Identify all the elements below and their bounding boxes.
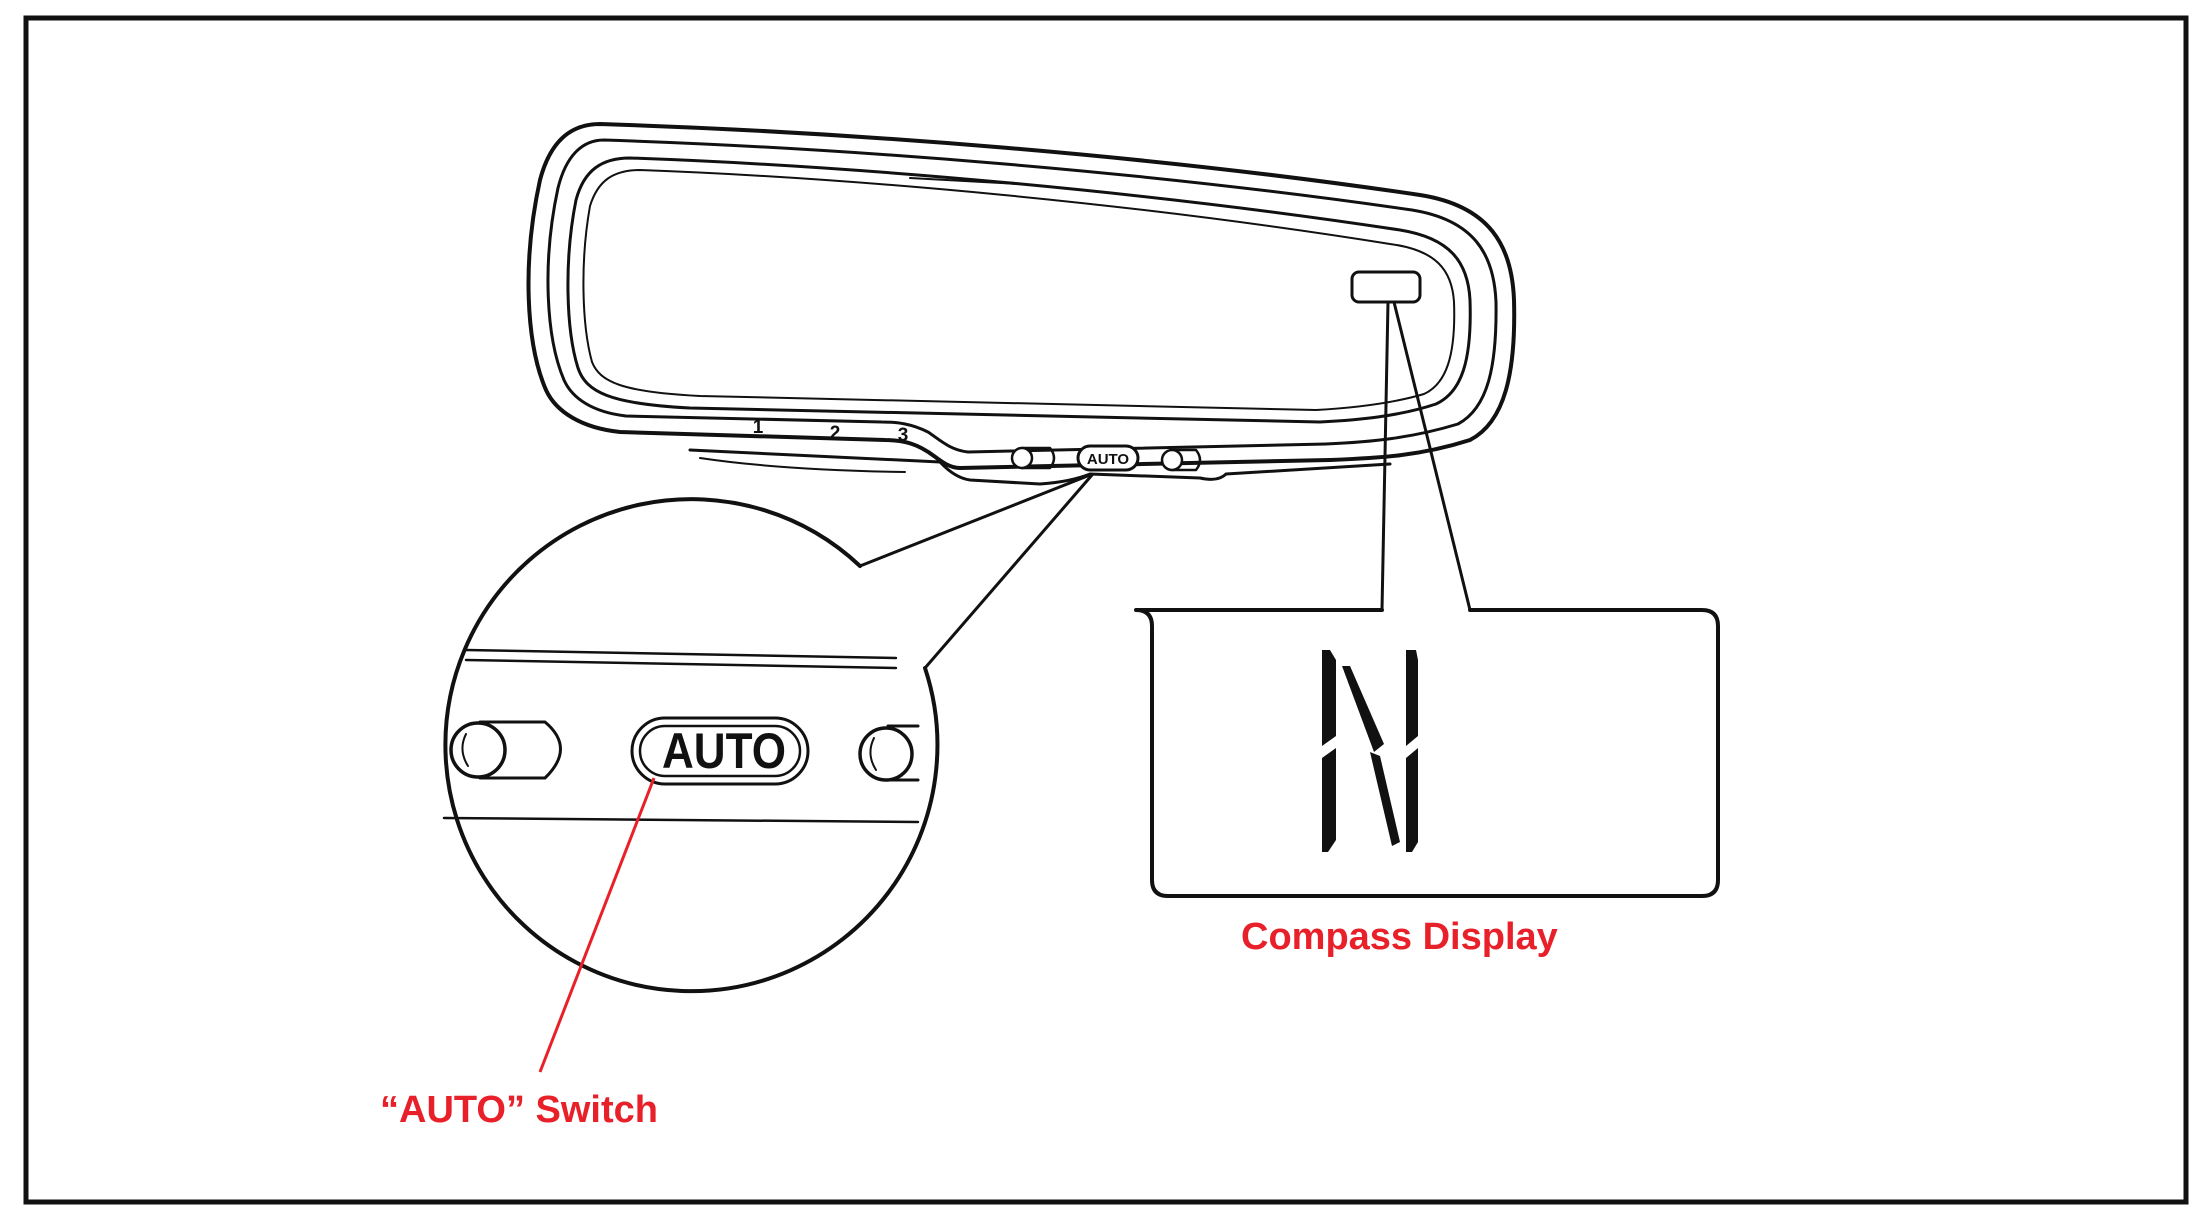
- auto-switch-large[interactable]: AUTO: [630, 716, 810, 786]
- auto-switch-pointer: [538, 777, 656, 1073]
- compass-display-callout-label: Compass Display: [1241, 916, 1558, 958]
- compass-display-callout: N: [1134, 300, 1720, 898]
- magnifier-leader-left: [858, 473, 1092, 568]
- mirror-housing-outer: [526, 122, 1517, 470]
- glass-reflection: [909, 177, 1021, 185]
- compass-heading-glyph: N: [1322, 650, 1418, 852]
- compass-leader-left: [1380, 300, 1390, 612]
- left-toggle-small[interactable]: [1010, 446, 1056, 470]
- svg-text:AUTO: AUTO: [1087, 451, 1130, 468]
- button-label-3: 3: [898, 425, 909, 446]
- rearview-mirror: 1 2 3 AUTO: [526, 122, 1517, 486]
- compass-display-box: [1134, 608, 1720, 898]
- figure-border: [23, 15, 2189, 1205]
- auto-switch-callout: “AUTO” Switch: [380, 1089, 658, 1131]
- magnifier-leader-right: [923, 473, 1094, 670]
- svg-text:AUTO: AUTO: [662, 723, 786, 779]
- mirror-base: [688, 448, 1392, 486]
- mirror-glass: [566, 156, 1472, 424]
- mirror-glass-inner: [582, 169, 1456, 411]
- right-toggle-small[interactable]: [1160, 448, 1202, 472]
- button-label-2: 2: [830, 423, 841, 444]
- mirror-base-inner: [699, 457, 906, 473]
- magnified-view: AUTO: [442, 473, 1094, 994]
- button-label-1: 1: [753, 417, 764, 438]
- magnifier-circle: [443, 497, 940, 994]
- compass-window: [1350, 270, 1422, 304]
- right-toggle-large[interactable]: [858, 724, 920, 782]
- left-toggle-large[interactable]: [449, 720, 562, 780]
- auto-switch-small[interactable]: AUTO: [1076, 444, 1140, 472]
- compass-leader-right: [1392, 300, 1472, 612]
